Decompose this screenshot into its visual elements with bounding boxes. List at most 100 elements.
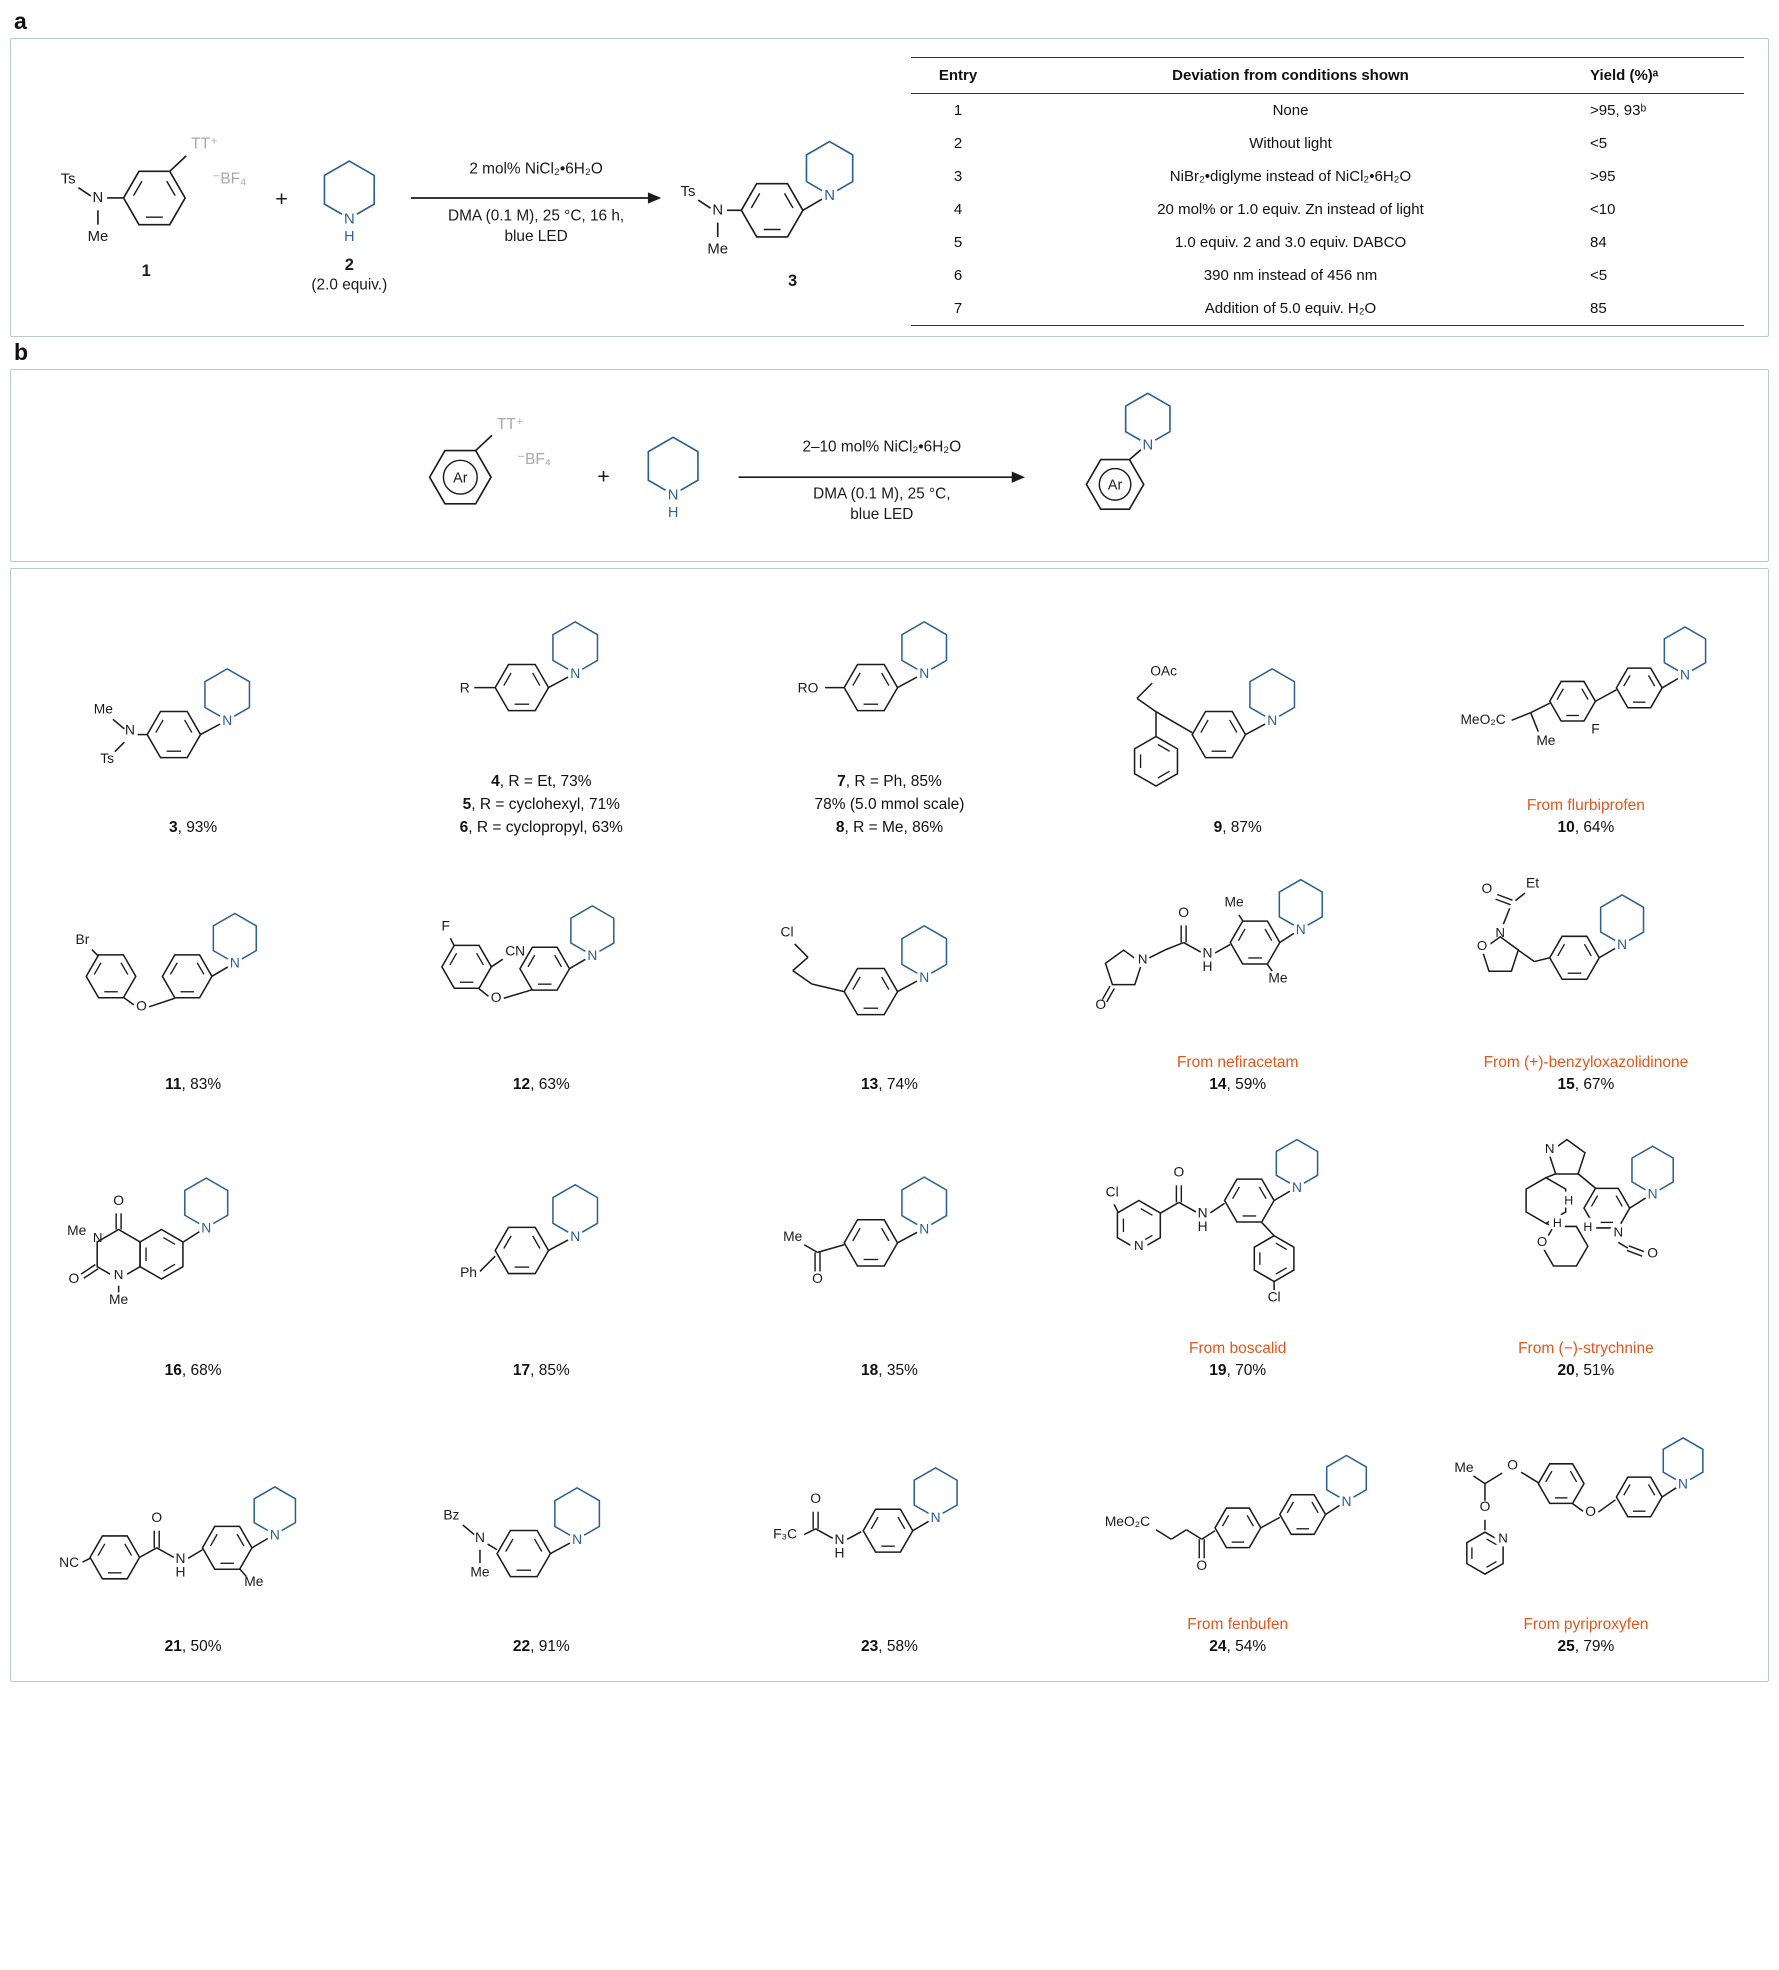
from-label: From flurbiprofen — [1526, 797, 1645, 815]
svg-text:N: N — [919, 969, 929, 985]
svg-text:N: N — [1267, 712, 1277, 728]
yield-cell: <5 — [1590, 267, 1608, 284]
svg-text:Cl: Cl — [1267, 1289, 1280, 1304]
svg-text:N: N — [1197, 1205, 1207, 1220]
product-caption: 4, R = Et, 73% — [491, 772, 592, 790]
svg-text:OAc: OAc — [1150, 662, 1177, 678]
svg-text:N: N — [1678, 1477, 1688, 1492]
svg-text:N: N — [1495, 925, 1505, 940]
product-caption: 19, 70% — [1209, 1362, 1267, 1380]
product-caption: 11, 83% — [165, 1076, 222, 1094]
svg-text:O: O — [812, 1271, 823, 1286]
entry-cell: 1 — [953, 102, 963, 119]
svg-text:N: N — [1134, 1238, 1144, 1253]
svg-text:Cl: Cl — [1105, 1184, 1118, 1199]
svg-text:N: N — [712, 202, 723, 218]
product-caption: 8, R = Me, 86% — [835, 819, 944, 837]
svg-text:N: N — [1498, 1531, 1508, 1546]
yield-cell: <10 — [1590, 201, 1616, 218]
svg-text:O: O — [1480, 1500, 1491, 1515]
column-header: Deviation from conditions shown — [1005, 57, 1576, 94]
svg-text:3: 3 — [788, 272, 797, 290]
svg-text:F₃C: F₃C — [773, 1525, 797, 1541]
entry-cell: 5 — [953, 234, 963, 251]
svg-text:Me: Me — [67, 1223, 86, 1238]
deviation-cell: None — [1272, 102, 1309, 119]
product-caption: 13, 74% — [861, 1076, 918, 1094]
svg-text:Me: Me — [783, 1229, 802, 1244]
svg-text:Ts: Ts — [61, 172, 76, 188]
svg-text:2 mol% NiCl₂•6H₂O: 2 mol% NiCl₂•6H₂O — [469, 160, 603, 177]
svg-text:O: O — [1477, 938, 1487, 953]
yield-cell: >95 — [1590, 168, 1616, 185]
svg-text:O: O — [1196, 1557, 1207, 1573]
svg-text:DMA (0.1 M), 25 °C,: DMA (0.1 M), 25 °C, — [813, 486, 950, 503]
svg-text:N: N — [114, 1267, 124, 1282]
svg-text:H: H — [1583, 1220, 1592, 1234]
yield-cell: 85 — [1576, 292, 1744, 326]
svg-text:O: O — [152, 1510, 163, 1525]
product-caption: 20, 51% — [1557, 1362, 1615, 1380]
product-caption: 18, 35% — [861, 1362, 918, 1380]
svg-text:O: O — [113, 1193, 124, 1208]
svg-text:N: N — [1648, 1186, 1658, 1201]
svg-text:O: O — [810, 1490, 821, 1506]
entry-cell: 4 — [953, 201, 963, 218]
structure-17: PhN — [460, 1183, 599, 1280]
column-header: Entry — [911, 57, 1005, 94]
svg-text:N: N — [1202, 946, 1212, 961]
svg-text:H: H — [1197, 1219, 1207, 1234]
svg-text:Ts: Ts — [100, 751, 114, 766]
svg-text:N: N — [572, 1531, 582, 1547]
svg-text:N: N — [571, 665, 581, 681]
svg-text:1: 1 — [142, 262, 151, 280]
svg-text:N: N — [270, 1527, 280, 1542]
svg-text:N: N — [475, 1529, 485, 1545]
svg-text:H: H — [1553, 1216, 1562, 1230]
svg-text:N: N — [1680, 666, 1690, 682]
from-label: From pyriproxyfen — [1523, 1616, 1649, 1634]
svg-text:N: N — [93, 1230, 103, 1245]
from-label: From fenbufen — [1187, 1616, 1289, 1634]
svg-text:MeO₂C: MeO₂C — [1105, 1513, 1150, 1529]
product-caption: 10, 64% — [1557, 819, 1615, 837]
entry-cell: 7 — [911, 292, 1005, 326]
product-caption: 12, 63% — [512, 1076, 570, 1094]
svg-text:N: N — [1617, 937, 1627, 952]
svg-text:N: N — [588, 947, 598, 963]
svg-text:Ar: Ar — [453, 470, 468, 486]
deviation-cell: Without light — [1249, 135, 1332, 152]
svg-text:N: N — [1138, 952, 1148, 967]
svg-text:Ts: Ts — [681, 184, 696, 200]
entry-cell: 2 — [953, 135, 963, 152]
svg-text:N: N — [667, 488, 678, 504]
svg-text:R: R — [460, 679, 470, 695]
product-caption: 3, 93% — [168, 819, 218, 837]
product-caption: 24, 54% — [1209, 1638, 1267, 1656]
svg-text:MeO₂C: MeO₂C — [1460, 711, 1505, 727]
structure-7-8: RON — [797, 621, 947, 712]
deviation-cell: 20 mol% or 1.0 equiv. Zn instead of ligh… — [1157, 201, 1424, 218]
product-caption: 6, R = cyclopropyl, 63% — [459, 819, 623, 837]
svg-text:N: N — [1545, 1140, 1555, 1155]
structure-13: ClN — [780, 923, 947, 1016]
svg-text:O: O — [1178, 905, 1189, 920]
svg-text:N: N — [834, 1531, 844, 1547]
